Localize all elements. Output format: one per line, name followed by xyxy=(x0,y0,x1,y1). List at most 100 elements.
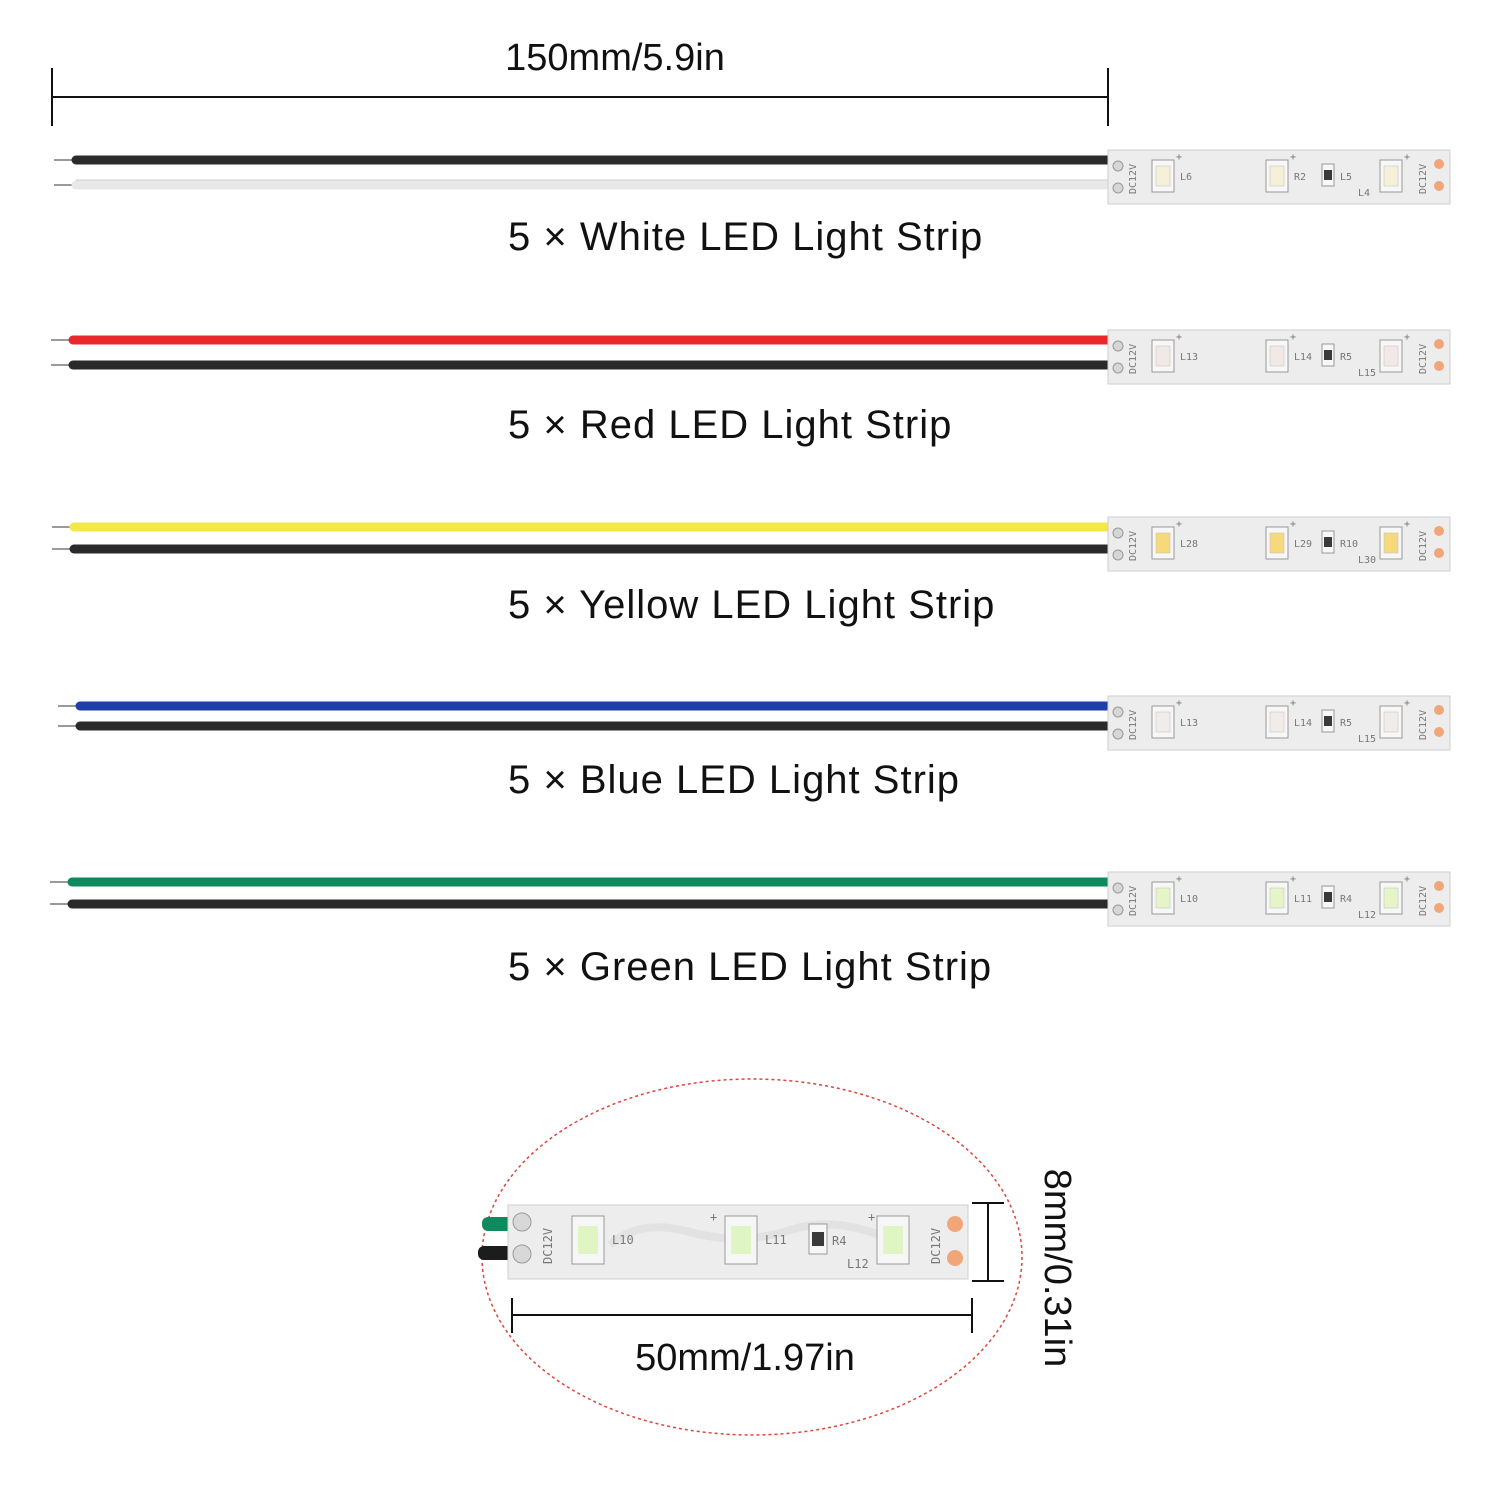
pcb-plus-2: + xyxy=(1290,152,1296,163)
led-2: + xyxy=(1265,874,1296,915)
pcb-marking-4: L30 xyxy=(1358,555,1376,566)
pcb-marking-4: L15 xyxy=(1358,368,1376,379)
pcb-marking-1: L10 xyxy=(1180,894,1198,905)
detail-plus-1: + xyxy=(710,1210,717,1224)
pcb-marking-1: L6 xyxy=(1180,172,1192,183)
pcb-plus-3: + xyxy=(1404,332,1410,343)
led-3: + xyxy=(1379,152,1410,193)
led-2: + xyxy=(1265,152,1296,193)
copper-pad-bottom xyxy=(1434,903,1444,913)
pcb-voltage-marking-left: DC12V xyxy=(1128,164,1139,194)
resistor xyxy=(1321,343,1335,367)
copper-pad-top xyxy=(1434,526,1444,536)
solder-pad-bottom xyxy=(1112,728,1124,740)
resistor xyxy=(1321,709,1335,733)
pcb-marking-3: R5 xyxy=(1340,718,1352,729)
detail-voltage-marking-right: DC12V xyxy=(929,1228,943,1264)
led-1: + xyxy=(1151,152,1182,193)
pcb-plus-1: + xyxy=(1176,152,1182,163)
detail-led-1 xyxy=(571,1215,605,1265)
led-1: + xyxy=(1151,519,1182,560)
pcb-marking-3: L5 xyxy=(1340,172,1352,183)
strip-label: 5 × Yellow LED Light Strip xyxy=(508,583,995,627)
pcb-plus-3: + xyxy=(1404,519,1410,530)
pcb-plus-2: + xyxy=(1290,332,1296,343)
led-3: + xyxy=(1379,332,1410,373)
detail-width-dimension: 8mm/0.31in xyxy=(972,1169,1078,1368)
pcb-voltage-marking-right: DC12V xyxy=(1418,531,1429,561)
copper-pad-bottom xyxy=(1434,181,1444,191)
copper-pad-top xyxy=(1434,159,1444,169)
copper-pad-bottom xyxy=(1434,548,1444,558)
pcb-marking-2: L14 xyxy=(1294,352,1312,363)
strip-label: 5 × Green LED Light Strip xyxy=(508,945,992,989)
pcb-marking-2: L29 xyxy=(1294,539,1312,550)
pcb-marking-3: R10 xyxy=(1340,539,1358,550)
detail-copper-pad-top xyxy=(947,1216,963,1232)
pcb-plus-3: + xyxy=(1404,874,1410,885)
pcb-plus-3: + xyxy=(1404,698,1410,709)
pcb-voltage-marking-right: DC12V xyxy=(1418,886,1429,916)
led-2: + xyxy=(1265,332,1296,373)
led-2: + xyxy=(1265,519,1296,560)
led-3: + xyxy=(1379,698,1410,739)
detail-strip-pcb: DC12V DC12V L10 L11 R4 L12 xyxy=(507,1204,969,1280)
pcb-marking-2: L14 xyxy=(1294,718,1312,729)
pcb-plus-3: + xyxy=(1404,152,1410,163)
top-dimension-label: 150mm/5.9in xyxy=(505,37,725,79)
detail-marking-4: L12 xyxy=(847,1257,869,1271)
solder-pad-bottom xyxy=(1112,362,1124,374)
pcb-marking-1: L28 xyxy=(1180,539,1198,550)
pcb-plus-1: + xyxy=(1176,698,1182,709)
pcb-voltage-marking-right: DC12V xyxy=(1418,710,1429,740)
detail-marking-3: R4 xyxy=(832,1234,846,1248)
detail-led-2 xyxy=(724,1215,758,1265)
led-3: + xyxy=(1379,519,1410,560)
resistor xyxy=(1321,163,1335,187)
top-dimension: 150mm/5.9in xyxy=(51,37,1109,126)
solder-pad-bottom xyxy=(1112,182,1124,194)
strip-label: 5 × Red LED Light Strip xyxy=(508,403,952,447)
led-2: + xyxy=(1265,698,1296,739)
pcb-plus-2: + xyxy=(1290,698,1296,709)
detail-plus-2: + xyxy=(868,1210,875,1224)
copper-pad-bottom xyxy=(1434,727,1444,737)
detail-led-3 xyxy=(876,1215,910,1265)
detail-width-label: 8mm/0.31in xyxy=(1036,1169,1078,1368)
pcb-voltage-marking-right: DC12V xyxy=(1418,164,1429,194)
pcb-plus-1: + xyxy=(1176,519,1182,530)
copper-pad-top xyxy=(1434,881,1444,891)
pcb-plus-1: + xyxy=(1176,332,1182,343)
solder-pad-top xyxy=(1112,527,1124,539)
strip-label: 5 × White LED Light Strip xyxy=(508,215,983,259)
solder-pad-top xyxy=(1112,340,1124,352)
detail-resistor xyxy=(808,1223,828,1255)
pcb-plus-2: + xyxy=(1290,874,1296,885)
detail-solder-pad-top xyxy=(512,1212,532,1232)
solder-pad-bottom xyxy=(1112,549,1124,561)
pcb-marking-2: L11 xyxy=(1294,894,1312,905)
detail-solder-pad-bottom xyxy=(512,1244,532,1264)
pcb-plus-1: + xyxy=(1176,874,1182,885)
pcb-marking-2: R2 xyxy=(1294,172,1306,183)
pcb-voltage-marking-left: DC12V xyxy=(1128,344,1139,374)
pcb-marking-1: L13 xyxy=(1180,352,1198,363)
detail-view: DC12V DC12V L10 L11 R4 L12 xyxy=(478,1078,1078,1436)
solder-pad-top xyxy=(1112,160,1124,172)
pcb-voltage-marking-left: DC12V xyxy=(1128,886,1139,916)
pcb-voltage-marking-left: DC12V xyxy=(1128,531,1139,561)
copper-pad-top xyxy=(1434,705,1444,715)
resistor xyxy=(1321,885,1335,909)
resistor xyxy=(1321,530,1335,554)
